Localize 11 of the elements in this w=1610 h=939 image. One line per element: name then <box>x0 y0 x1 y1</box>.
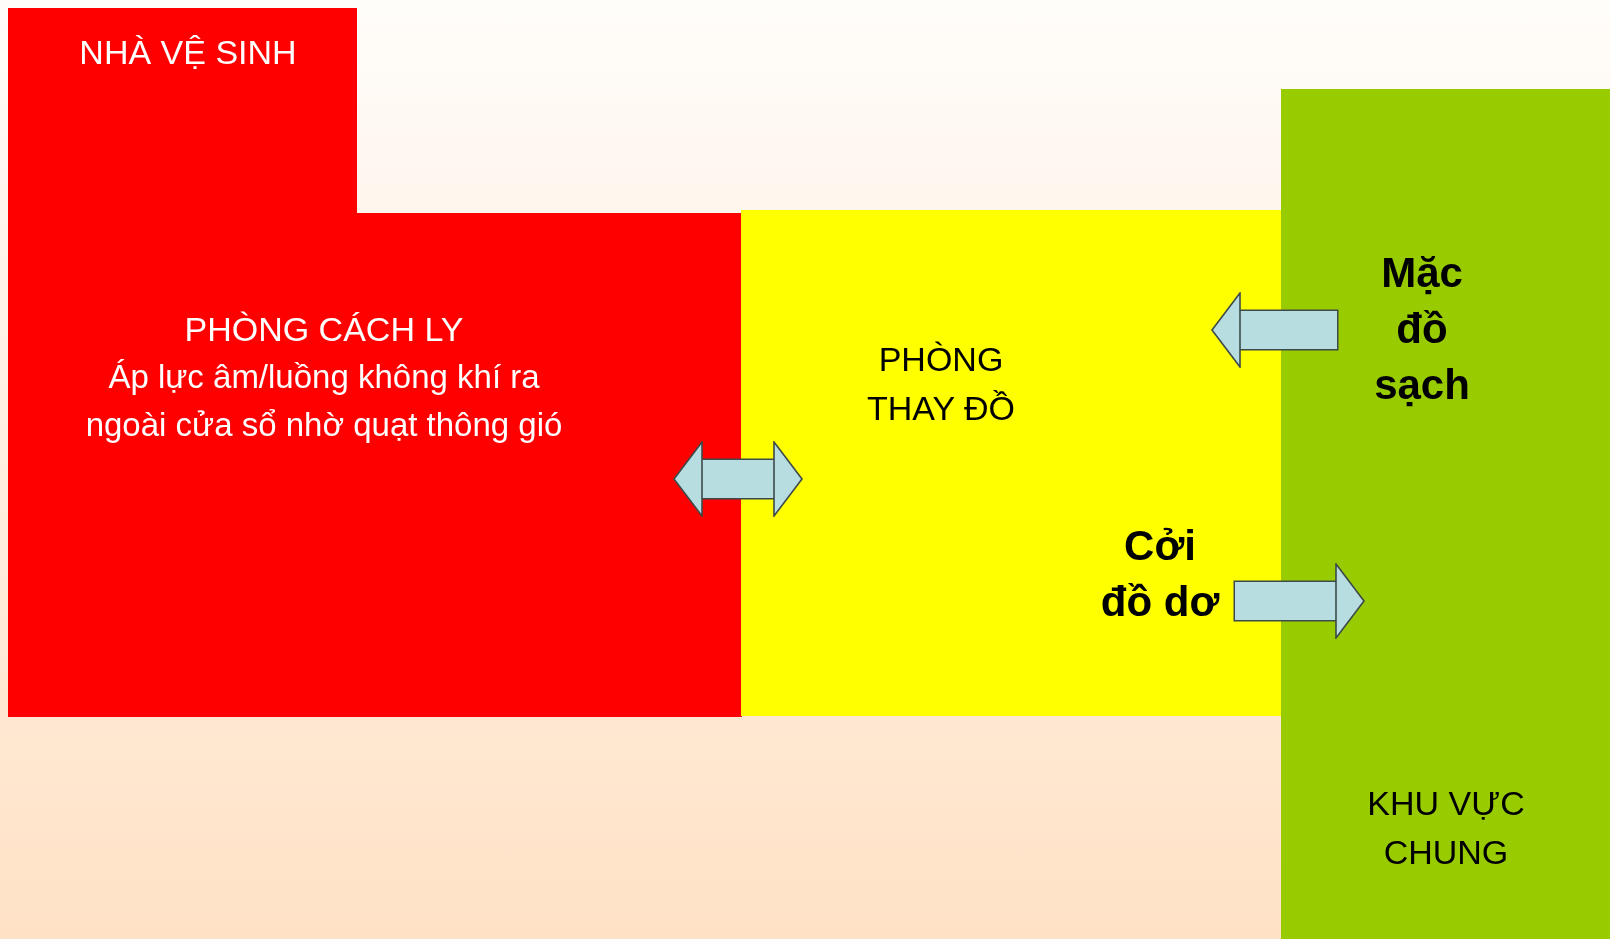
room-area <box>1281 89 1610 939</box>
room-label: NHÀ VỆ SINH <box>78 32 298 73</box>
action-label: Cởi đồ dơ <box>1100 521 1220 627</box>
action-label: Mặc đồ sạch <box>1373 248 1471 410</box>
room-label: KHU VỰC CHUNG <box>1366 783 1526 874</box>
room-area <box>8 213 742 717</box>
room-label: PHÒNG THAY ĐỒ <box>866 339 1016 430</box>
room-label: PHÒNG CÁCH LY <box>183 309 465 350</box>
room-area <box>741 210 1282 716</box>
room-area <box>8 8 357 214</box>
room-description: Áp lực âm/luồng không khí ra ngoài cửa sổ nhờ quạt thông gió <box>84 357 564 445</box>
